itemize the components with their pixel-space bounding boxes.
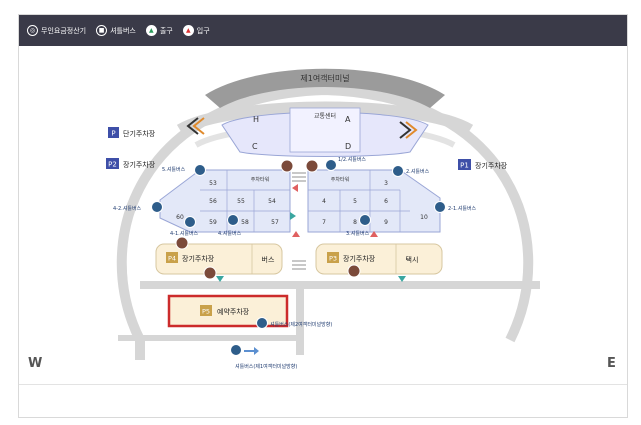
shuttle-stop-t2-label: 셔틀버스(제2여객터미널방향)	[270, 321, 332, 328]
p2-badge-text: P2	[108, 161, 117, 169]
east-label: E	[607, 356, 616, 371]
zone-c-label: C	[252, 142, 258, 151]
footer-divider	[19, 384, 627, 385]
entrance-icon: ▲	[182, 25, 194, 36]
entrance-icon	[292, 184, 378, 237]
shuttle-bus-icon	[325, 159, 337, 171]
block-9: 9	[384, 219, 388, 226]
zone-d-label: D	[345, 142, 351, 151]
p1-badge	[458, 159, 471, 170]
legend-item-shuttle: ■ 셔틀버스	[96, 25, 136, 36]
p1-badge-text: P1	[460, 162, 469, 170]
shuttle-bus-icon	[256, 317, 268, 329]
legend-label: 무인요금정산기	[41, 26, 87, 35]
departure-road	[176, 101, 474, 136]
shuttle-bus-icon	[359, 214, 371, 226]
legend-label: 셔틀버스	[110, 26, 136, 35]
transport-center	[289, 107, 361, 153]
legend-item-exit: ▲ 출구	[145, 25, 173, 36]
shuttle-stop-2-1-label: 2-1.셔틀버스	[448, 205, 477, 212]
shuttle-stop-1-2-label: 1/2.셔틀버스	[338, 156, 366, 163]
short-term-badge-text: P	[111, 130, 115, 138]
block-8: 8	[353, 219, 357, 226]
shuttle-bus-icon: ■	[96, 25, 108, 36]
shuttle-stop-t1-label: 셔틀버스(제1여객터미널방향)	[235, 363, 297, 370]
parking-tower-right-label: 주차타워	[331, 176, 349, 183]
p2-badge	[106, 158, 119, 169]
shuttle-stop-4-label: 4.셔틀버스	[218, 230, 242, 237]
terminal-label: 제1여객터미널	[300, 73, 349, 83]
block-56: 56	[209, 198, 217, 205]
block-10: 10	[420, 214, 428, 221]
taxi-lot-label: 택시	[406, 255, 419, 264]
block-7: 7	[322, 219, 326, 226]
block-57: 57	[271, 219, 279, 226]
p1-label: 장기주차장	[475, 161, 508, 170]
payment-kiosk-icon: ◎	[27, 25, 38, 36]
p4-label: 장기주차장	[182, 254, 215, 263]
shuttle-stop-3-label: 3.셔틀버스	[346, 230, 370, 237]
bus-lot-label: 버스	[262, 255, 275, 264]
exit-icon: ▲	[145, 25, 157, 36]
block-59: 59	[209, 219, 217, 226]
p4-lot	[155, 243, 283, 275]
p4-badge-text: P4	[168, 255, 176, 263]
legend-item-entrance: ▲ 입구	[182, 25, 210, 36]
block-5: 5	[353, 198, 357, 205]
block-60: 60	[176, 214, 184, 221]
shuttle-stop-4-1-label: 4-1.셔틀버스	[170, 230, 199, 237]
shuttle-stop-4-2-label: 4-2.셔틀버스	[113, 205, 142, 212]
direction-arrow-icon	[244, 347, 259, 355]
payment-kiosk-icon	[280, 159, 294, 173]
p3-label: 장기주차장	[343, 254, 376, 263]
payment-kiosk-icon	[347, 264, 361, 278]
transport-center-label: 교통센터	[314, 112, 336, 120]
short-term-badge	[108, 127, 119, 138]
west-label: W	[28, 356, 43, 371]
shuttle-stop-5-label: 5.셔틀버스	[162, 166, 186, 173]
shuttle-stop-2-label: 2.셔틀버스	[406, 168, 430, 175]
ring-road	[116, 84, 534, 343]
shuttle-bus-icon	[434, 201, 446, 213]
block-58: 58	[241, 219, 249, 226]
payment-kiosk-icon	[175, 236, 189, 250]
p4-badge	[166, 252, 178, 263]
terminal-building	[205, 68, 445, 108]
p2-label: 장기주차장	[123, 160, 156, 169]
block-54: 54	[268, 198, 276, 205]
shuttle-bus-icon	[151, 201, 163, 213]
map-legend: ◎ 무인요금정산기 ■ 셔틀버스 ▲ 출구 ▲ 입구	[19, 15, 627, 46]
crosswalk-center	[292, 172, 306, 270]
zone-a-label: A	[345, 115, 351, 124]
short-term-label: 단기주차장	[123, 129, 156, 138]
chevron-left-icon	[186, 117, 205, 135]
zone-h-label: H	[253, 115, 259, 124]
p3-lot	[315, 243, 443, 275]
legend-label: 입구	[196, 26, 210, 35]
shuttle-bus-icon	[392, 165, 404, 177]
p3-badge	[327, 252, 339, 263]
block-53: 53	[209, 180, 217, 187]
block-55: 55	[237, 198, 245, 205]
exit-icon	[216, 212, 406, 282]
block-6: 6	[384, 198, 388, 205]
shuttle-bus-icon	[194, 164, 206, 176]
shuttle-bus-icon	[184, 216, 196, 228]
p5-badge	[200, 305, 212, 316]
p5-label: 예약주차장	[217, 307, 250, 316]
parking-tower-left-label: 주차타워	[251, 176, 269, 183]
block-3: 3	[384, 180, 388, 187]
legend-item-kiosk: ◎ 무인요금정산기	[27, 25, 86, 36]
shuttle-bus-icon	[227, 214, 239, 226]
parking-block-right	[307, 169, 441, 233]
payment-kiosk-icon	[305, 159, 319, 173]
block-4: 4	[322, 198, 326, 205]
p3-badge-text: P3	[329, 255, 337, 263]
shuttle-bus-icon	[230, 344, 242, 356]
p5-badge-text: P5	[202, 308, 210, 316]
payment-kiosk-icon	[203, 266, 217, 280]
legend-label: 출구	[159, 26, 173, 35]
chevron-right-icon	[399, 121, 418, 139]
